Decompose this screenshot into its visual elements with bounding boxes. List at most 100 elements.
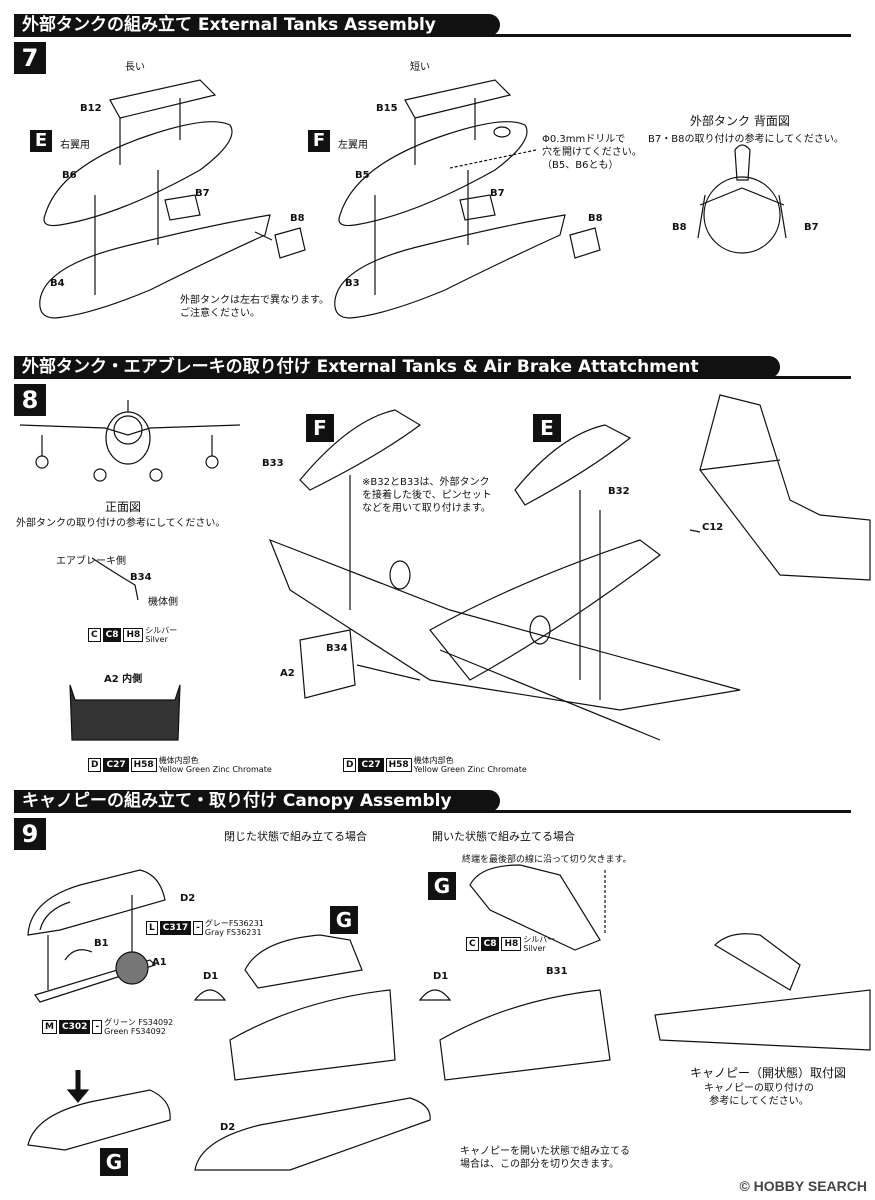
step-7-badge: 7: [14, 42, 46, 74]
chip-jp: シルバー: [145, 626, 178, 635]
chip-en: Silver: [523, 944, 546, 953]
chip-code: L: [146, 921, 158, 935]
right-wing-note: 右翼用: [60, 140, 90, 151]
part-b7: B7: [195, 188, 210, 199]
rear-b7: B7: [804, 222, 819, 233]
chip-mr-color: C317: [159, 921, 192, 935]
front-view-title: 正面図: [105, 500, 142, 514]
tank-upper-b6: [43, 121, 233, 227]
front-view-wing: [19, 424, 241, 436]
chip-jp: シルバー: [523, 935, 556, 944]
pylon-b12: [109, 79, 217, 119]
left-wing-note: 左翼用: [338, 140, 368, 151]
fuselage-open: [439, 989, 611, 1081]
chip-aqueous: H58: [385, 758, 412, 772]
sprue-f-badge: F: [308, 130, 330, 152]
part-a2-shape: [299, 629, 356, 699]
canopy-closed: [244, 934, 363, 989]
chip-aqueous: H8: [501, 937, 522, 951]
section-9-title: キャノピーの組み立て・取り付け Canopy Assembly: [14, 790, 500, 812]
section-8-title: 外部タンク・エアブレーキの取り付け External Tanks & Air B…: [14, 356, 780, 378]
part-b12: B12: [80, 103, 102, 114]
step-8-badge: 8: [14, 384, 46, 416]
chip-en: Yellow Green Zinc Chromate: [158, 765, 272, 774]
sprue-g-badge-result: G: [100, 1148, 128, 1176]
canopy-drawing: [27, 864, 871, 1171]
sprue-g-badge: G: [330, 906, 358, 934]
drill-note: Φ0.3mmドリルで 穴を開けてください。 （B5、B6とも）: [542, 134, 642, 171]
cut-part-note: キャノピーを開いた状態で組み立てる 場合は、この部分を切り欠きます。: [460, 1146, 630, 1170]
chip-aqueous: -: [193, 921, 203, 935]
chip-aqueous: H58: [130, 758, 157, 772]
short-label: 短い: [410, 62, 430, 73]
tank-lower-b3: [334, 214, 566, 319]
fuselage-closed: [229, 989, 396, 1081]
main-wing: [268, 538, 741, 711]
chip-code: D: [88, 758, 102, 772]
sprue-f-badge: F: [306, 414, 334, 442]
canopy-result: [27, 1089, 171, 1151]
part-d1: D1: [203, 971, 219, 982]
part-b34-fit: B34: [326, 643, 348, 654]
open-figure-note: キャノピーの取り付けの 参考にしてください。: [704, 1083, 814, 1107]
chip-jp: 機体内部色: [158, 756, 199, 765]
part-d2-cut: D2: [220, 1122, 236, 1133]
a2-inner-label: A2 内側: [104, 674, 143, 685]
part-d2: D2: [180, 893, 196, 904]
canopy-open: [469, 864, 601, 951]
open-figure-title: キャノピー（開状態）取付図: [690, 1066, 847, 1080]
airbrake-side-label: エアブレーキ側: [56, 556, 126, 567]
chip-aqueous: -: [92, 1020, 103, 1034]
tank-lower-b4: [39, 214, 271, 319]
part-d1-shape: [193, 989, 227, 1001]
part-b3: B3: [345, 278, 360, 289]
rear-view-title: 外部タンク 背面図: [690, 114, 790, 128]
rear-view-note: B7・B8の取り付けの参考にしてください。: [648, 134, 844, 145]
chip-mr-color: C27: [358, 758, 384, 772]
canopy-d2: [27, 869, 166, 936]
tank-e: [514, 424, 632, 506]
chip-code: C: [88, 628, 101, 642]
part-b8-left: B8: [588, 213, 603, 224]
chip-mr-color: C8: [102, 628, 122, 642]
tank-attach-drawing: [19, 394, 871, 741]
part-b31: B31: [546, 966, 568, 977]
long-label: 長い: [125, 62, 145, 73]
open-assembly-title: 開いた状態で組み立てる場合: [432, 830, 575, 843]
part-b1: B1: [94, 938, 109, 949]
sprue-g-badge-open: G: [428, 872, 456, 900]
chip-mr-color: C8: [480, 937, 500, 951]
chip-jp: グリーン FS34092: [104, 1018, 174, 1027]
chip-en: Gray FS36231: [204, 928, 262, 937]
fuselage: [429, 539, 662, 681]
chip-jp: グレーFS36231: [204, 919, 264, 928]
closed-assembly-title: 閉じた状態で組み立てる場合: [224, 830, 367, 843]
part-b15: B15: [376, 103, 398, 114]
part-b33: B33: [262, 458, 284, 469]
sprue-e-badge: E: [533, 414, 561, 442]
tank-assembly-drawing: [39, 79, 787, 319]
chip-en: Silver: [145, 635, 168, 644]
cut-note: 終端を最後部の線に沿って切り欠きます。: [462, 855, 632, 865]
chip-code: C: [466, 937, 479, 951]
part-b8: B8: [290, 213, 305, 224]
part-b4: B4: [50, 278, 65, 289]
tank-f: [299, 409, 422, 491]
chip-mr-color: C27: [103, 758, 129, 772]
watermark: © HOBBY SEARCH: [739, 1178, 867, 1194]
chip-code: M: [42, 1020, 57, 1034]
step-9-badge: 9: [14, 818, 46, 850]
pylon-b15: [404, 79, 512, 119]
part-b7-shape: [164, 194, 201, 221]
part-b6: B6: [62, 170, 77, 181]
chip-en: Yellow Green Zinc Chromate: [413, 765, 527, 774]
part-a1: A1: [152, 957, 167, 968]
chip-en: Green FS34092: [104, 1027, 166, 1036]
chip-aqueous: H8: [123, 628, 144, 642]
chip-code: D: [343, 758, 357, 772]
